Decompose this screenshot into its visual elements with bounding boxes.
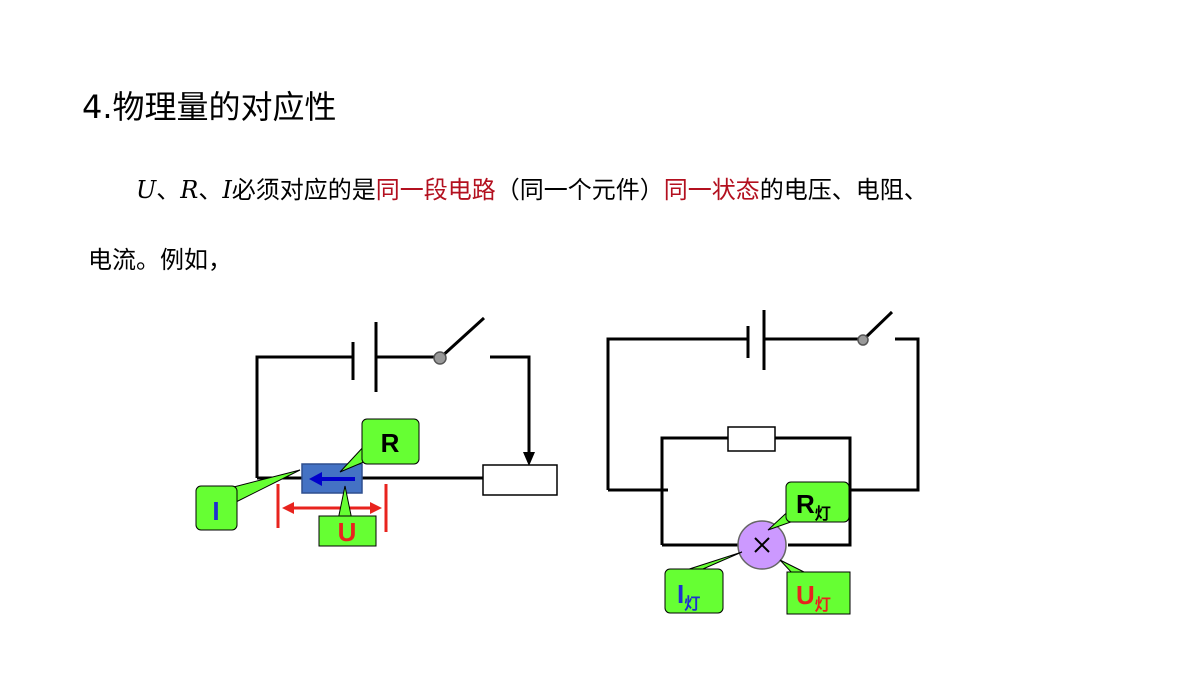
left-circuit <box>255 316 531 480</box>
callout-r <box>361 418 420 465</box>
callout-u <box>318 515 377 547</box>
paragraph-line-1: U、R、I必须对应的是同一段电路（同一个元件）同一状态的电压、电阻、 <box>136 170 928 205</box>
callout-i <box>195 485 238 531</box>
label-i-lamp: I灯 <box>677 579 700 613</box>
var-r: R <box>180 176 199 204</box>
paragraph-line-2: 电流。例如， <box>88 246 232 274</box>
wire <box>255 355 353 478</box>
var-i: I <box>222 176 232 204</box>
text-segment: 必须对应的是 <box>231 176 376 204</box>
label-r-lamp: R灯 <box>796 489 831 523</box>
label-u-lamp-main: U <box>796 580 815 610</box>
lamp-cross-icon <box>754 537 770 553</box>
right-circuit <box>606 310 920 547</box>
rheostat <box>482 464 558 496</box>
label-u-lamp: U灯 <box>796 580 831 614</box>
label-u: U <box>338 517 357 547</box>
label-r-lamp-main: R <box>796 489 815 519</box>
highlight-same-state: 同一状态 <box>663 176 760 204</box>
current-arrow-head <box>309 472 322 486</box>
voltage-arrow-left <box>282 502 294 514</box>
branch-top <box>775 436 852 547</box>
switch-blade <box>438 316 486 360</box>
wire <box>490 355 531 455</box>
switch-blade <box>861 310 894 342</box>
callout-i-lamp <box>664 568 724 614</box>
text-segment: 的电压、电阻、 <box>759 176 928 204</box>
voltage-arrow-right <box>370 502 382 514</box>
wire <box>606 337 748 490</box>
wire <box>850 337 920 492</box>
label-i-lamp-subscript: 灯 <box>684 595 700 613</box>
separator: 、 <box>156 176 181 204</box>
resistor <box>727 426 776 452</box>
voltage-markers <box>276 484 388 532</box>
switch-pivot <box>433 351 447 365</box>
page-title: 4.物理量的对应性 <box>82 88 337 126</box>
var-u: U <box>136 176 157 204</box>
label-u-lamp-subscript: 灯 <box>815 596 831 614</box>
slider-arrow-head <box>523 452 535 466</box>
text-segment: （同一个元件） <box>495 176 664 204</box>
label-i-lamp-main: I <box>677 579 684 609</box>
switch-pivot <box>857 334 869 346</box>
callout-u-lamp <box>786 571 851 615</box>
highlight-same-circuit: 同一段电路 <box>375 176 496 204</box>
label-r-lamp-subscript: 灯 <box>815 505 831 523</box>
label-r: R <box>381 428 400 458</box>
label-i: I <box>212 496 219 526</box>
callout-r-lamp <box>785 481 850 523</box>
branch-top <box>660 436 728 545</box>
separator: 、 <box>198 176 223 204</box>
